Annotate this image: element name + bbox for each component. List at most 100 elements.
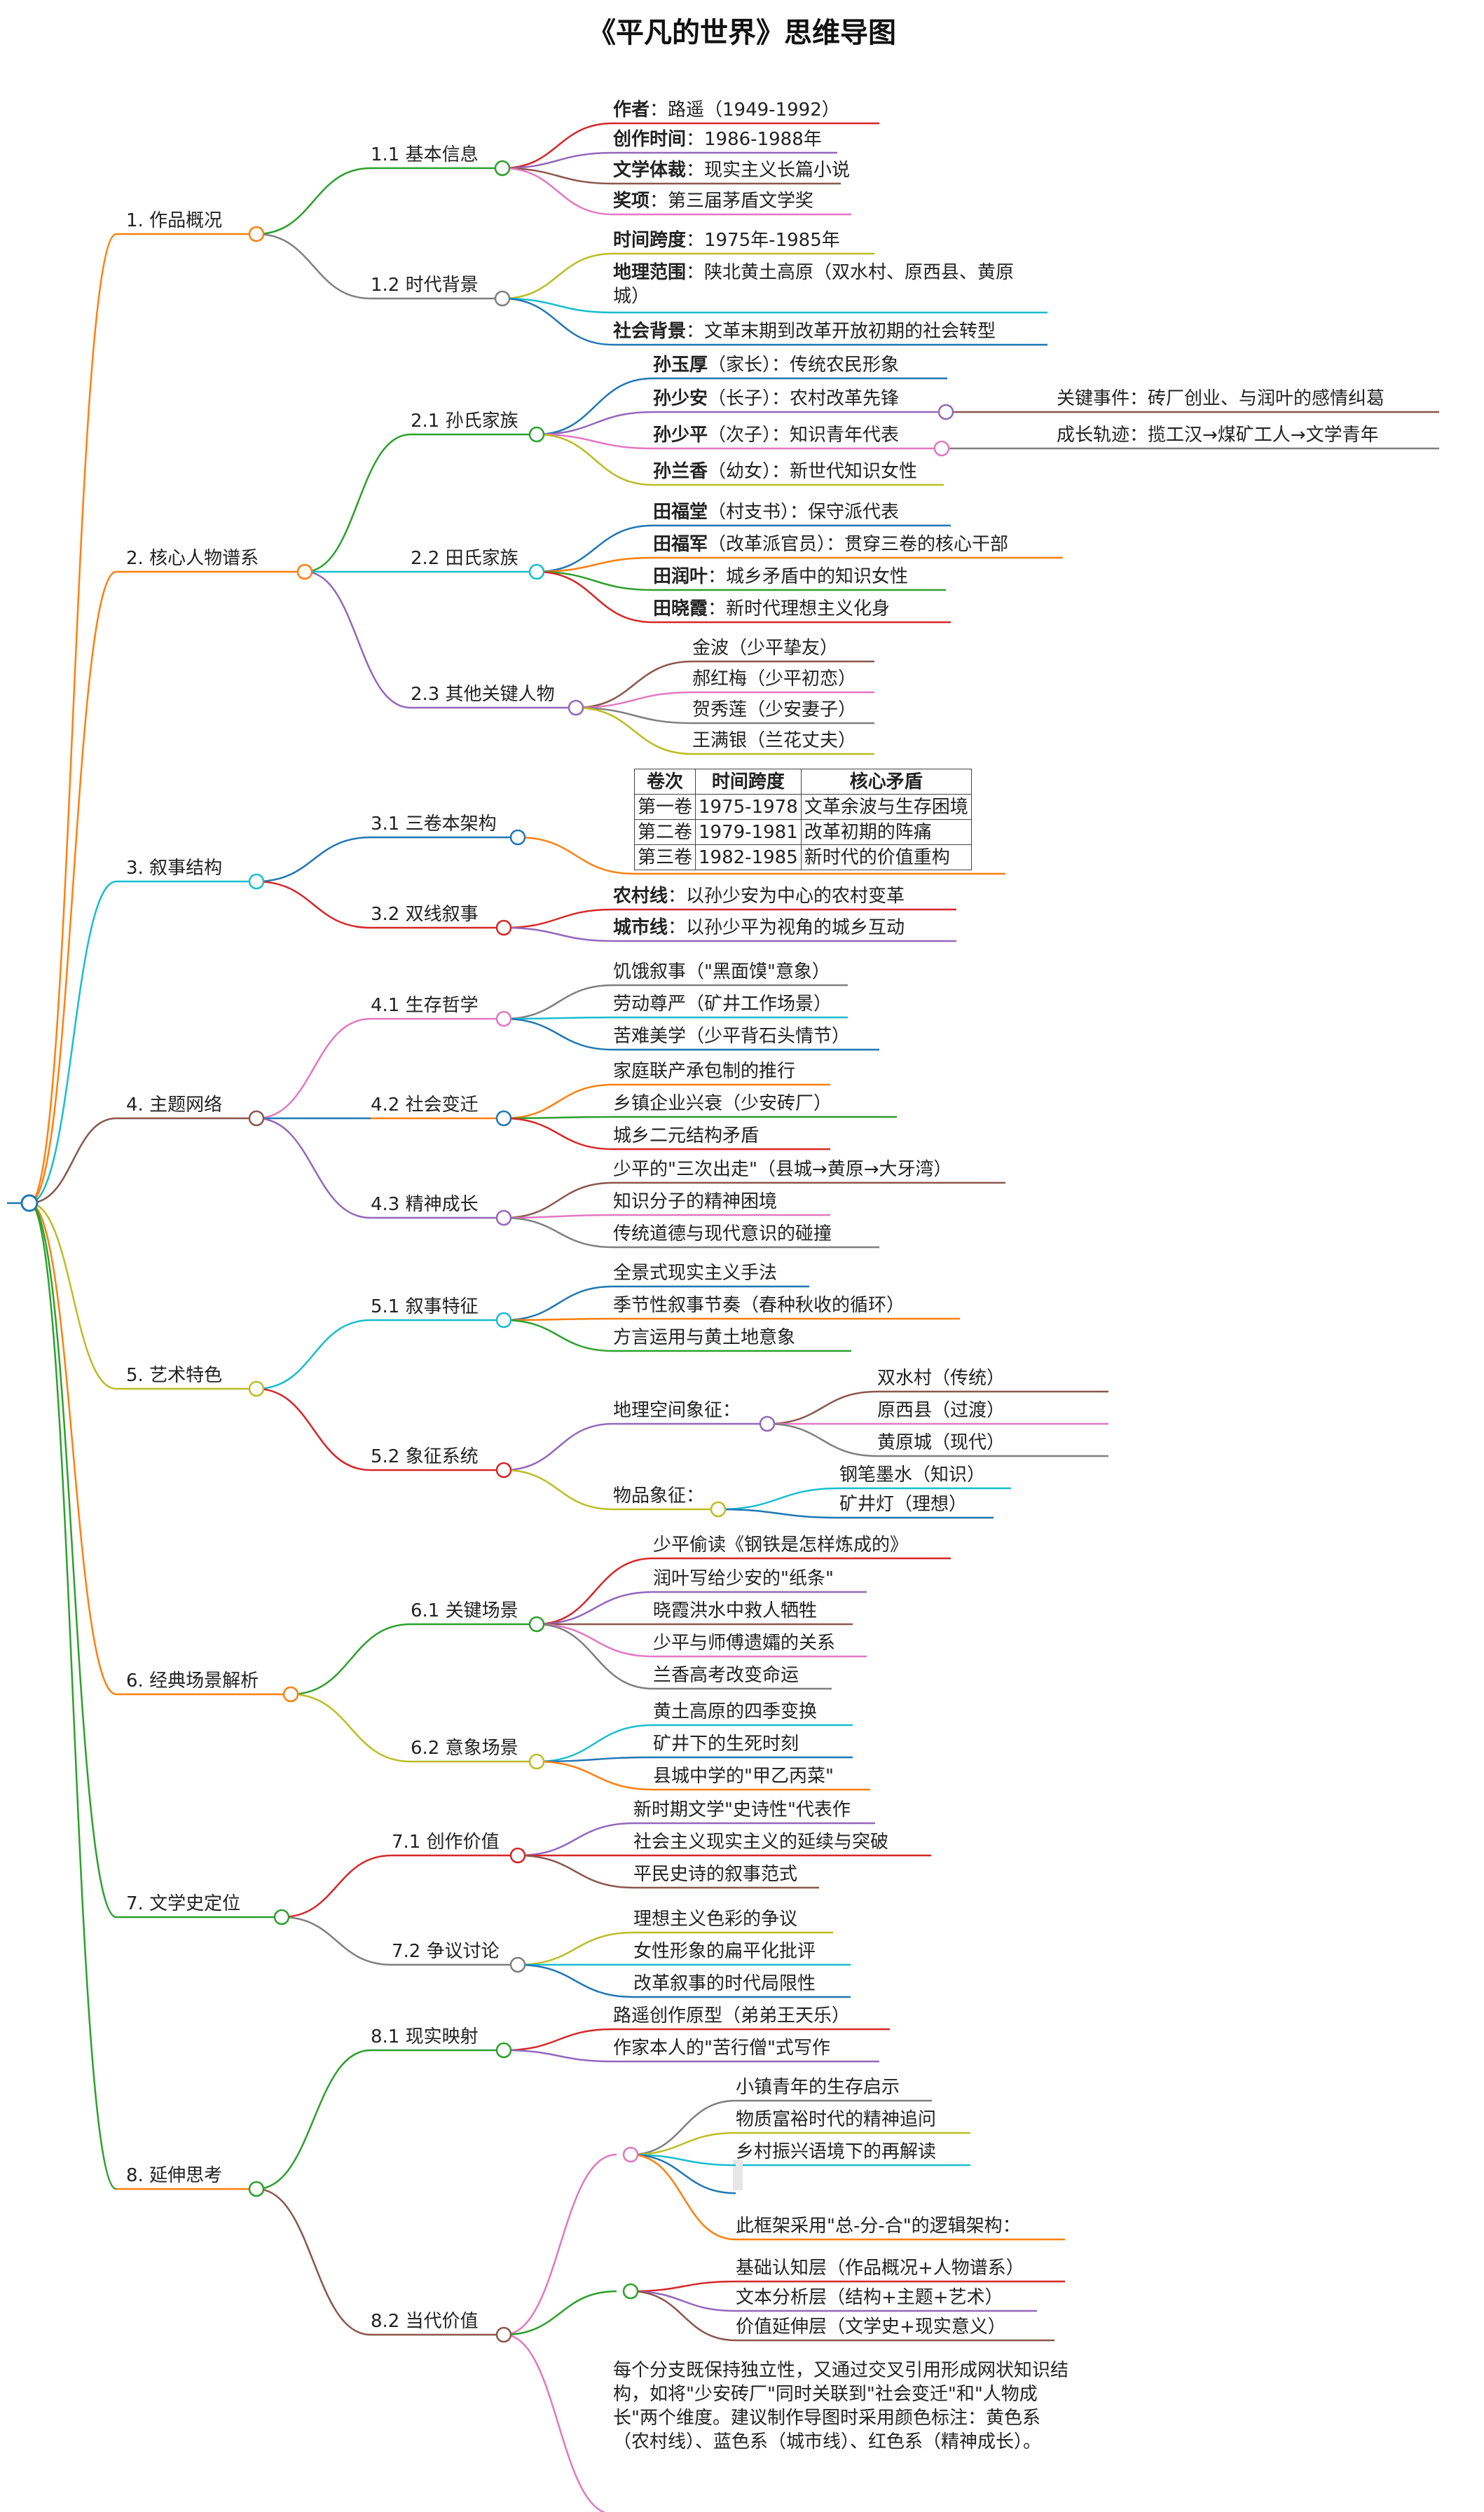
node-b6-2: 6.2 意象场景 [411, 1738, 518, 1759]
node-circle-b8 [248, 2181, 265, 2197]
edge-b5_2_a-b5_2_a_3 [767, 1422, 878, 1457]
edge-b4-b4_3 [256, 1117, 371, 1219]
edge-b1_1-b1_1_b [502, 151, 614, 170]
node-b1-1-d: 奖项：第三届茅盾文学奖 [613, 189, 813, 213]
node-b2-3-c: 贺秀莲（少安妻子） [692, 699, 857, 720]
edge-hubA-stub [630, 2153, 736, 2195]
node-circle-b7_1 [509, 1847, 526, 1864]
node-b6-1-d: 少平与师傅遗孀的关系 [653, 1633, 836, 1654]
edge-b8-b8_1 [256, 2049, 371, 2190]
node-b8: 8. 延伸思考 [126, 2165, 223, 2186]
node-circle-b1_1 [494, 160, 511, 177]
node-circle-b3_2 [495, 919, 512, 936]
edge-b2_2-b2_2_b [536, 556, 654, 573]
node-circle-b2_1 [528, 426, 545, 443]
edge-b6_1-b6_1_e [536, 1623, 654, 1690]
node-b6-1: 6.1 关键场景 [411, 1600, 518, 1621]
edge-root-b8 [29, 1202, 117, 2190]
node-b7-1-c: 平民史诗的叙事范式 [633, 1864, 798, 1885]
table-cell: 第一卷 [633, 794, 696, 820]
node-circle-b7 [273, 1909, 290, 1926]
node-value: ：第三届茅盾文学奖 [650, 191, 814, 212]
node-b4-3-c: 传统道德与现代意识的碰撞 [613, 1223, 832, 1244]
node-key: 孙少安 [653, 388, 708, 409]
node-circle-b8_1 [495, 2042, 512, 2059]
node-b6-2-a: 黄土高原的四季变换 [653, 1701, 818, 1722]
node-value: （幼女）：新世代知识女性 [708, 461, 918, 482]
node-b7-1: 7.1 创作价值 [392, 1832, 500, 1853]
node-key: 社会背景 [613, 321, 687, 342]
node-b4-2-c: 城乡二元结构矛盾 [613, 1125, 760, 1146]
node-circle-b6_2 [528, 1753, 545, 1770]
node-key: 作者 [613, 99, 650, 121]
edge-b2_2-b2_2_c [536, 570, 654, 591]
edge-root-b2 [29, 570, 117, 1204]
edge-b7_1-b7_1_a [517, 1822, 634, 1857]
node-b8-2-b-3: 价值延伸层（文学史+现实意义） [736, 2317, 1006, 2338]
edge-b2_1-b2_1_a [536, 377, 654, 436]
node-b1-2-b: 地理范围：陕北黄土高原（双水村、原西县、黄原城） [613, 261, 1040, 308]
edge-b8_1-b8_1_a [503, 2028, 614, 2052]
node-b8-2: 8.2 当代价值 [371, 2311, 479, 2332]
node-b6-1-a: 少平偷读《钢铁是怎样炼成的》 [653, 1535, 909, 1556]
node-b5-1-a: 全景式现实主义手法 [613, 1263, 778, 1284]
node-circle-b4_3 [495, 1209, 512, 1226]
node-b2-1-b: 孙少安（长子）：农村改革先锋 [653, 387, 899, 411]
edge-b1_1-b1_1_a [502, 122, 614, 170]
node-b4-3: 4.3 精神成长 [371, 1194, 479, 1215]
node-circle-b6_1 [528, 1616, 545, 1633]
edge-root-b7 [29, 1202, 117, 1919]
node-b2-2: 2.2 田氏家族 [411, 548, 518, 569]
edge-root-b4 [29, 1117, 117, 1204]
edge-b8-b8_2 [256, 2188, 371, 2336]
edge-b5_2-b5_2_b [503, 1469, 614, 1511]
table-cell: 新时代的价值重构 [800, 844, 972, 870]
node-b2-1-c: 孙少平（次子）：知识青年代表 [653, 423, 899, 447]
edge-b8_2-hubA [503, 2153, 617, 2336]
edge-b3-b3_1 [256, 836, 371, 883]
edge-b6_2-b6_2_c [536, 1760, 654, 1791]
edge-b7-b7_2 [281, 1916, 392, 1966]
node-circle-b5_2_a [759, 1415, 776, 1432]
node-b8-2-a-3: 乡村振兴语境下的再解读 [736, 2141, 937, 2162]
edge-b2_3-b2_3_b [575, 691, 693, 709]
node-b5-2-a-3: 黄原城（现代） [877, 1432, 1005, 1453]
volume-table: 卷次 时间跨度 核心矛盾 第一卷 1975-1978 文革余波与生存困境 第二卷… [633, 769, 972, 870]
node-b7-2-b: 女性形象的扁平化批评 [633, 1941, 816, 1962]
edge-b3_2-b3_2_b [503, 926, 614, 942]
node-value: ：1986-1988年 [686, 129, 822, 150]
node-b2-2-d: 田晓霞：新时代理想主义化身 [653, 597, 890, 621]
node-circle-b2_2 [528, 563, 545, 580]
node-value: ：新时代理想主义化身 [708, 598, 891, 619]
node-b2-3: 2.3 其他关键人物 [411, 684, 555, 705]
table-cell: 文革余波与生存困境 [800, 794, 972, 820]
node-b2-3-b: 郝红梅（少平初恋） [692, 668, 857, 689]
node-b8-1: 8.1 现实映射 [371, 2026, 479, 2047]
node-b8-2-a-5: 此框架采用"总-分-合"的逻辑架构： [736, 2216, 1021, 2237]
edge-b1_1-b1_1_c [502, 167, 614, 185]
node-b6-1-b: 润叶写给少安的"纸条" [653, 1568, 834, 1589]
node-value: （家长）：传统农民形象 [708, 355, 900, 376]
node-b1: 1. 作品概况 [126, 210, 223, 231]
node-b7-1-b: 社会主义现实主义的延续与突破 [633, 1832, 889, 1853]
table-cell: 改革初期的阵痛 [800, 819, 972, 845]
root-circle [20, 1194, 39, 1212]
node-key: 城市线 [613, 917, 668, 938]
node-b2-2-b: 田福军（改革派官员）：贯穿三卷的核心干部 [653, 533, 1008, 556]
edge-b2_1-b2_1_c [536, 433, 654, 450]
node-circle-b1 [248, 226, 265, 242]
node-b4-2-b: 乡镇企业兴衰（少安砖厂） [613, 1093, 832, 1114]
node-b4-3-b: 知识分子的精神困境 [613, 1191, 778, 1212]
node-value: （村支书）：保守派代表 [708, 502, 900, 523]
table-cell: 1982-1985 [695, 844, 802, 870]
node-b6-1-e: 兰香高考改变命运 [653, 1665, 799, 1686]
table-header: 时间跨度 [695, 769, 802, 795]
node-b2: 2. 核心人物谱系 [126, 548, 259, 569]
edge-b8_2-hubB [503, 2290, 617, 2336]
edge-hubB-b8_2_b_1 [630, 2280, 736, 2293]
node-value: ：路遥（1949-1992） [650, 99, 840, 121]
node-b3-2: 3.2 双线叙事 [371, 904, 479, 925]
node-b3-2-b: 城市线：以孙少平为视角的城乡互动 [613, 916, 905, 940]
node-circle-b4_2 [495, 1110, 512, 1127]
